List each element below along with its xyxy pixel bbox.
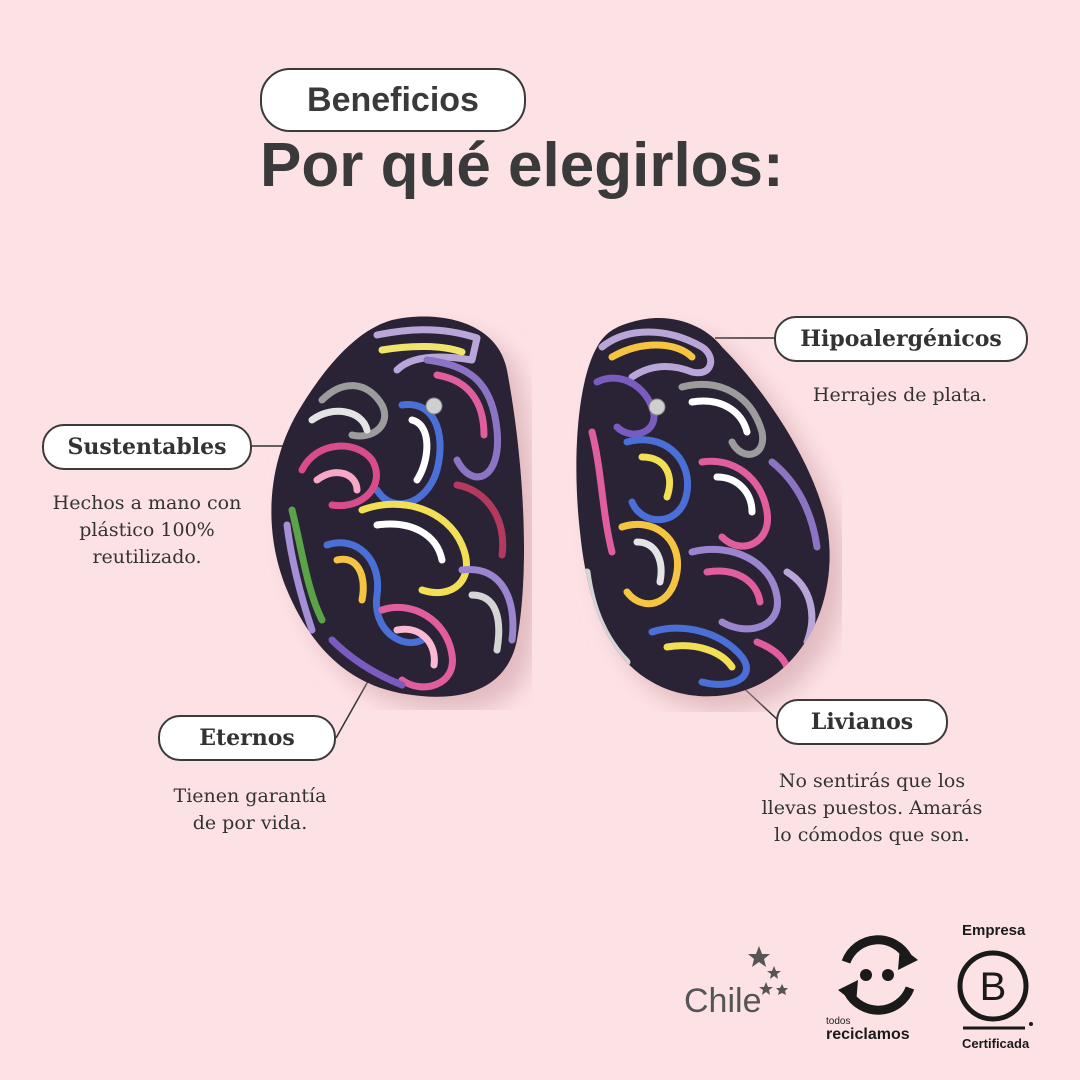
label-livianos-text: Livianos (810, 709, 914, 735)
desc-eternos: Tienen garantía de por vida. (173, 785, 327, 834)
left-earring-image (271, 316, 525, 697)
desc-hipoalergenicos: Herrajes de plata. (812, 384, 988, 406)
label-hipoalergenicos-text: Hipoalergénicos (800, 326, 1002, 352)
reciclamos-text: reciclamos (826, 1026, 910, 1043)
svg-text:B: B (980, 965, 1007, 1009)
label-sustentables-text: Sustentables (67, 434, 227, 460)
label-livianos: Livianos (776, 699, 948, 745)
badge-label: Beneficios (307, 80, 479, 119)
desc-livianos: No sentirás que los llevas puestos. Amar… (761, 770, 983, 846)
page-title: Por qué elegirlos: (260, 131, 784, 200)
bcorp-logo: Empresa B Certificada (955, 922, 1045, 1052)
reciclamos-logo: todos reciclamos (822, 930, 932, 1045)
label-hipoalergenicos: Hipoalergénicos (774, 316, 1028, 362)
right-earring-image (576, 318, 830, 697)
bcorp-bottom-text: Certificada (962, 1036, 1030, 1051)
chile-logo: Chile (682, 940, 802, 1020)
beneficios-badge: Beneficios (260, 68, 526, 132)
recycle-face-icon (838, 935, 918, 1015)
label-sustentables: Sustentables (42, 424, 252, 470)
desc-sustentables: Hechos a mano con plástico 100% reutiliz… (52, 492, 242, 568)
chile-logo-text: Chile (684, 982, 762, 1020)
reciclamos-small-text: todos (826, 1016, 851, 1027)
bcorp-top-text: Empresa (962, 922, 1026, 939)
bcorp-b-icon: B (957, 950, 1033, 1030)
chile-stars-icon (748, 946, 788, 995)
label-eternos: Eternos (158, 715, 336, 761)
label-eternos-text: Eternos (199, 725, 295, 751)
